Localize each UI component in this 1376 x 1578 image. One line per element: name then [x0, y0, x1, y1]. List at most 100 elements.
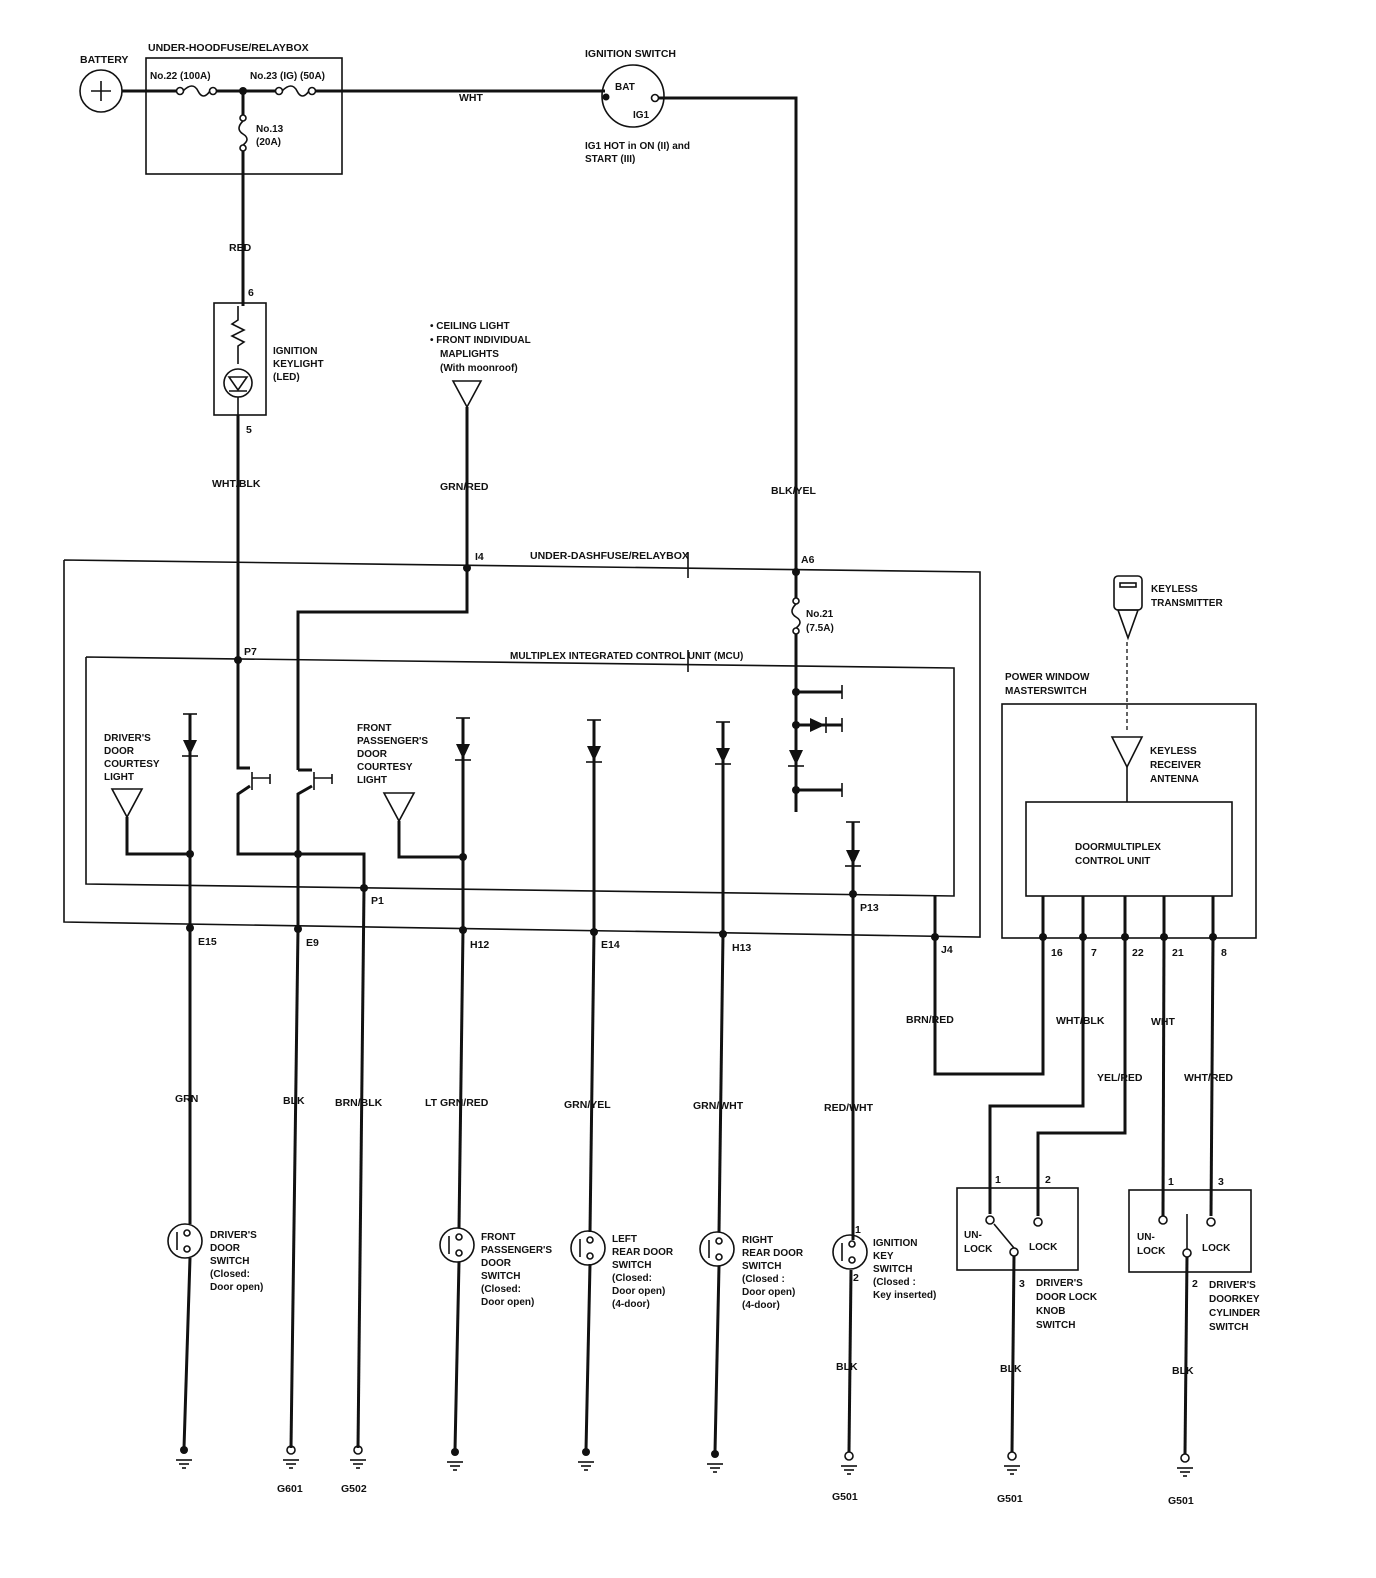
fp-door-switch-l1: FRONT [481, 1232, 515, 1243]
wire-blk-cyl-label: BLK [1172, 1365, 1194, 1377]
fp-door-switch-l6: Door open) [481, 1297, 534, 1308]
pin-h12: H12 [470, 939, 489, 951]
ground-g502-label: G502 [341, 1483, 367, 1495]
wire-grn-yel-label: GRN/YEL [564, 1099, 611, 1111]
dmcu-label-2: CONTROL UNIT [1075, 856, 1150, 867]
ign-key-switch-l5: Key inserted) [873, 1290, 936, 1301]
knob-unlock-b: LOCK [964, 1244, 993, 1255]
ground-rr-door [707, 1450, 723, 1473]
fp-light-l4: COURTESY [357, 762, 413, 773]
wire-blk-yel-label: BLK/YEL [771, 485, 817, 497]
ceiling-light-label-4: (With moonroof) [440, 363, 518, 374]
diode-e14 [586, 719, 602, 932]
lr-door-switch-l4: (Closed: [612, 1273, 652, 1284]
pin-a6: A6 [801, 554, 815, 566]
diode-h12 [455, 717, 471, 930]
key-light-label-3: (LED) [273, 372, 300, 383]
power-window-master-switch: POWER WINDOW MASTERSWITCH KEYLESS RECEIV… [1001, 672, 1257, 939]
ceiling-light-label-3: MAPLIGHTS [440, 349, 499, 360]
ig1-terminal: IG1 [633, 110, 650, 121]
mcu-box: MULTIPLEX INTEGRATED CONTROL UNIT (MCU) [85, 650, 955, 897]
diode-h13 [715, 721, 731, 934]
lr-door-switch-l3: SWITCH [612, 1260, 651, 1271]
front-passenger-door-switch: FRONT PASSENGER'S DOOR SWITCH (Closed: D… [439, 1227, 552, 1308]
pin-p7: P7 [244, 646, 257, 658]
ground-g601: G601 [277, 1445, 303, 1495]
transistor-ceiling-light [296, 768, 333, 928]
knob-label-l2: DOOR LOCK [1036, 1292, 1098, 1303]
cyl-pin-2: 2 [1192, 1278, 1198, 1290]
pin-h13: H13 [732, 942, 751, 954]
transistor-key-light [236, 660, 366, 888]
ground-fp-door [447, 1448, 463, 1471]
ignition-switch-label: IGNITION SWITCH [585, 48, 676, 60]
pwm-label-2: MASTERSWITCH [1005, 686, 1087, 697]
antenna-l1: KEYLESS [1150, 746, 1197, 757]
ground-g501-knob: G501 [997, 1451, 1023, 1505]
wire-brn-blk-label: BRN/BLK [335, 1097, 383, 1109]
ign-key-switch-l1: IGNITION [873, 1238, 917, 1249]
rr-door-switch-l3: SWITCH [742, 1261, 781, 1272]
ign-key-switch-l4: (Closed : [873, 1277, 916, 1288]
ground-g501-label-a: G501 [832, 1491, 858, 1503]
ignition-key-switch: 1 2 IGNITION KEY SWITCH (Closed : Key in… [832, 1224, 936, 1301]
keyless-transmitter: KEYLESS TRANSMITTER [1113, 575, 1223, 641]
ground-drv-door [176, 1446, 192, 1469]
fuse-13 [238, 114, 248, 152]
dmcu-pin-16: 16 [1051, 947, 1063, 959]
wire-brn-red-label: BRN/RED [906, 1014, 954, 1026]
fuse-21 [791, 597, 801, 635]
fp-door-switch-l3: DOOR [481, 1258, 512, 1269]
rr-door-switch-l4: (Closed : [742, 1274, 785, 1285]
ig1-note-line2: START (III) [585, 154, 635, 165]
drv-light-l4: LIGHT [104, 772, 134, 783]
cyl-pin-1: 1 [1168, 1176, 1174, 1188]
pin-e15: E15 [198, 936, 217, 948]
knob-pin-3: 3 [1019, 1278, 1025, 1290]
lr-door-switch-l6: (4-door) [612, 1299, 650, 1310]
cyl-label-l2: DOORKEY [1209, 1294, 1260, 1305]
ign-key-switch-l3: SWITCH [873, 1264, 912, 1275]
cyl-lock: LOCK [1202, 1243, 1231, 1254]
lr-door-switch-l2: REAR DOOR [612, 1247, 674, 1258]
dmcu-pin-7: 7 [1091, 947, 1097, 959]
dmcu-pin-8: 8 [1221, 947, 1227, 959]
pin-j4: J4 [941, 944, 953, 956]
fp-door-switch-l5: (Closed: [481, 1284, 521, 1295]
knob-lock: LOCK [1029, 1242, 1058, 1253]
drv-door-switch-l4: (Closed: [210, 1269, 250, 1280]
fuse-21-rating: (7.5A) [806, 623, 834, 634]
wire-grn-red-label: GRN/RED [440, 481, 489, 493]
ceiling-light-label-2: • FRONT INDIVIDUAL [430, 335, 531, 346]
mcu-label: MULTIPLEX INTEGRATED CONTROL UNIT (MCU) [510, 651, 743, 662]
bat-terminal: BAT [615, 82, 635, 93]
underdash-fuse-relay-box: UNDER-DASHFUSE/RELAYBOX I4 A6 No.21 (7.5… [63, 550, 981, 956]
cyl-label-l1: DRIVER'S [1209, 1280, 1256, 1291]
antenna-l2: RECEIVER [1150, 760, 1202, 771]
ign-key-switch-l2: KEY [873, 1251, 894, 1262]
wire-blk-label: BLK [283, 1095, 305, 1107]
antenna-l3: ANTENNA [1150, 774, 1199, 785]
cyl-pin-3: 3 [1218, 1176, 1224, 1188]
fp-light-l1: FRONT [357, 723, 391, 734]
wire-blk-ign-label: BLK [836, 1361, 858, 1373]
drv-door-switch-l3: SWITCH [210, 1256, 249, 1267]
underhood-box-label: UNDER-HOODFUSE/RELAYBOX [148, 42, 309, 54]
dmcu-pins: 16 7 22 21 8 [1039, 933, 1227, 959]
wire-wht-blk-key-label: WHT/BLK [212, 478, 261, 490]
knob-label-l3: KNOB [1036, 1306, 1065, 1317]
ground-g501-label-b: G501 [997, 1493, 1023, 1505]
battery: BATTERY [79, 54, 128, 113]
ignition-switch: IGNITION SWITCH BAT IG1 IG1 HOT in ON (I… [585, 48, 690, 165]
battery-label: BATTERY [80, 54, 128, 66]
ground-lr-door [578, 1448, 594, 1471]
wire-ltgrn-red-label: LT GRN/RED [425, 1097, 489, 1109]
rr-door-switch-l5: Door open) [742, 1287, 795, 1298]
ground-g502: G502 [341, 1445, 367, 1495]
key-light-pin-5: 5 [246, 424, 252, 436]
ground-symbols: G601 G502 [176, 1445, 1194, 1507]
dmcu-label-1: DOORMULTIPLEX [1075, 842, 1161, 853]
keyless-transmitter-l2: TRANSMITTER [1151, 598, 1223, 609]
ig1-note-line1: IG1 HOT in ON (II) and [585, 141, 690, 152]
